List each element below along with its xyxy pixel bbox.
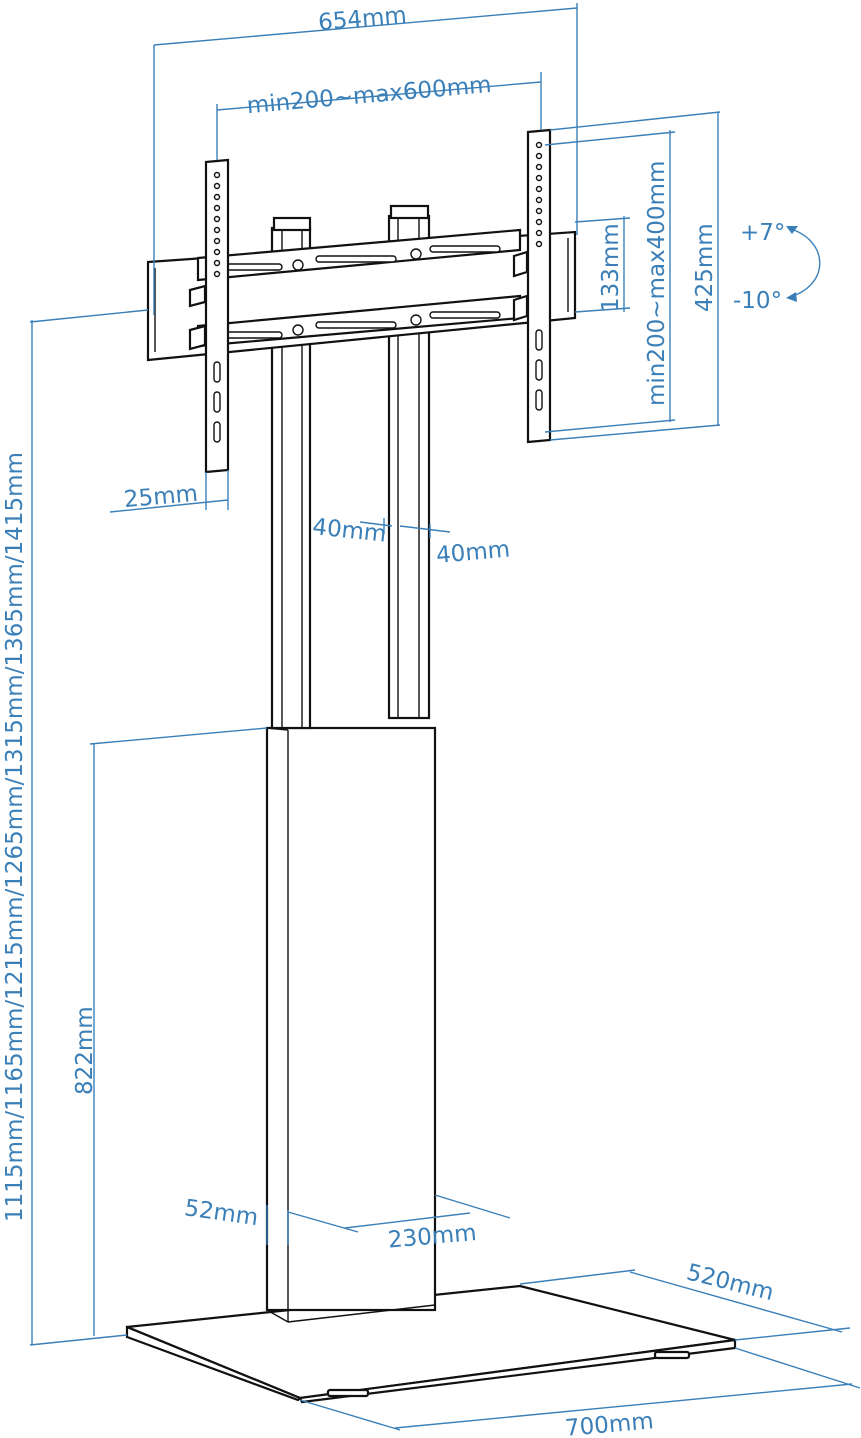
label-vesa-horizontal: min200~max600mm <box>246 72 493 119</box>
label-rail-spacing: 133mm <box>598 223 624 312</box>
label-column-height: 822mm <box>72 1006 98 1095</box>
label-tilt-up: +7° <box>740 220 785 246</box>
label-pillar-right: 40mm <box>435 537 511 569</box>
right-arm-holes <box>535 141 543 411</box>
label-base-depth: 520mm <box>684 1259 776 1306</box>
base-plate <box>125 1284 737 1404</box>
label-arm-width: 25mm <box>123 481 199 513</box>
label-base-width: 700mm <box>564 1408 655 1438</box>
left-arm-holes <box>213 171 221 443</box>
right-bracket-arm <box>512 128 552 444</box>
lower-column <box>265 726 437 1323</box>
label-bracket-height: 425mm <box>692 223 718 312</box>
label-total-height: 1115mm/1165mm/1215mm/1265mm/1315mm/1365m… <box>2 452 28 1222</box>
label-tilt-down: -10° <box>733 288 782 314</box>
left-bracket-arm <box>188 158 230 474</box>
label-column-depth: 52mm <box>183 1195 260 1231</box>
label-vesa-vertical: min200~max400mm <box>644 161 670 406</box>
dimension-lines <box>29 3 861 1431</box>
label-pillar-left: 40mm <box>311 514 387 548</box>
label-overall-width: 654mm <box>317 2 408 36</box>
